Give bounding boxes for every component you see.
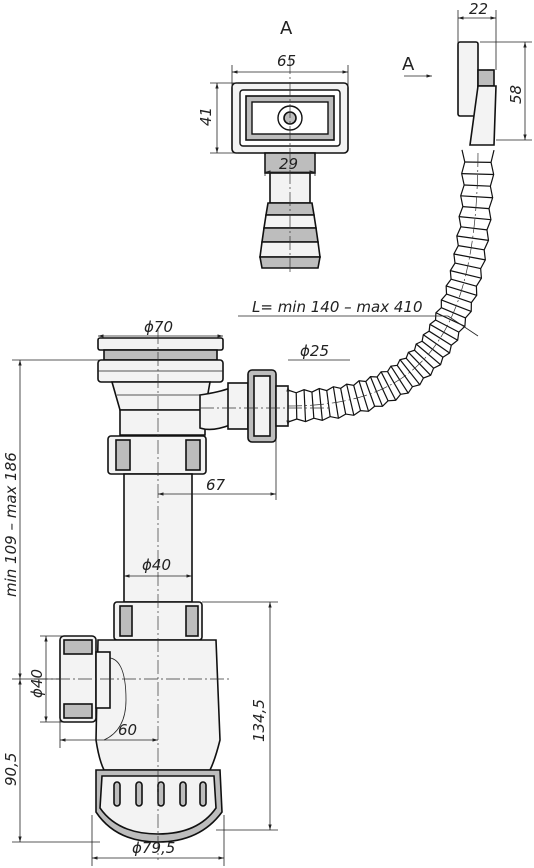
hose-rib — [428, 330, 452, 346]
siphon-dimensions: ϕ70 ϕ25 67 ϕ40 min 109 – max 186 ϕ40 60 … — [2, 318, 350, 866]
overflow-dimensions: 65 41 29 A — [197, 18, 349, 176]
hose-rib — [459, 216, 491, 221]
view-label-top: A — [280, 18, 293, 39]
hose-length-callout: L= min 140 – max 410 — [238, 298, 479, 337]
dim-side-depth: 22 — [469, 0, 488, 18]
dim-overflow-outlet: 29 — [279, 155, 298, 173]
hose-rib — [303, 389, 307, 422]
hose-rib — [453, 253, 486, 261]
dim-side-height: 58 — [507, 85, 525, 104]
hose-rib — [387, 371, 402, 395]
overflow-side-dimensions: 22 58 — [457, 0, 532, 141]
dim-outlet-diameter: ϕ40 — [28, 669, 46, 698]
dim-hose-length: L= min 140 – max 410 — [252, 298, 423, 316]
view-label-side: A — [402, 54, 415, 75]
dim-overflow-width: 65 — [277, 52, 296, 70]
dim-overflow-height: 41 — [197, 107, 215, 126]
dim-hose-diameter: ϕ25 — [300, 342, 329, 360]
hose-rib — [460, 195, 493, 199]
hose-rib — [446, 293, 472, 304]
dim-grate-diameter: ϕ70 — [144, 318, 173, 336]
dim-trap-diameter: ϕ79,5 — [132, 839, 175, 857]
hose-outline — [287, 149, 495, 423]
dim-offset-67: 67 — [206, 476, 226, 494]
siphon-body — [34, 330, 330, 860]
dim-outlet-offset: 60 — [118, 721, 137, 739]
overflow-side-view: A — [402, 41, 497, 146]
dim-height-range: min 109 – max 186 — [2, 452, 20, 597]
hose-rib — [461, 173, 494, 176]
hose-rib — [456, 235, 489, 241]
hose-rib — [450, 278, 477, 287]
corrugated-hose — [287, 149, 495, 423]
hose-rib — [414, 349, 435, 369]
hose-rib — [380, 371, 397, 401]
hose-outline — [287, 149, 466, 394]
dim-tube-diameter: ϕ40 — [142, 556, 171, 574]
hose-centerline — [287, 149, 479, 407]
dim-trap-height: 134,5 — [250, 699, 268, 742]
dim-outlet-height: 90,5 — [2, 753, 20, 786]
